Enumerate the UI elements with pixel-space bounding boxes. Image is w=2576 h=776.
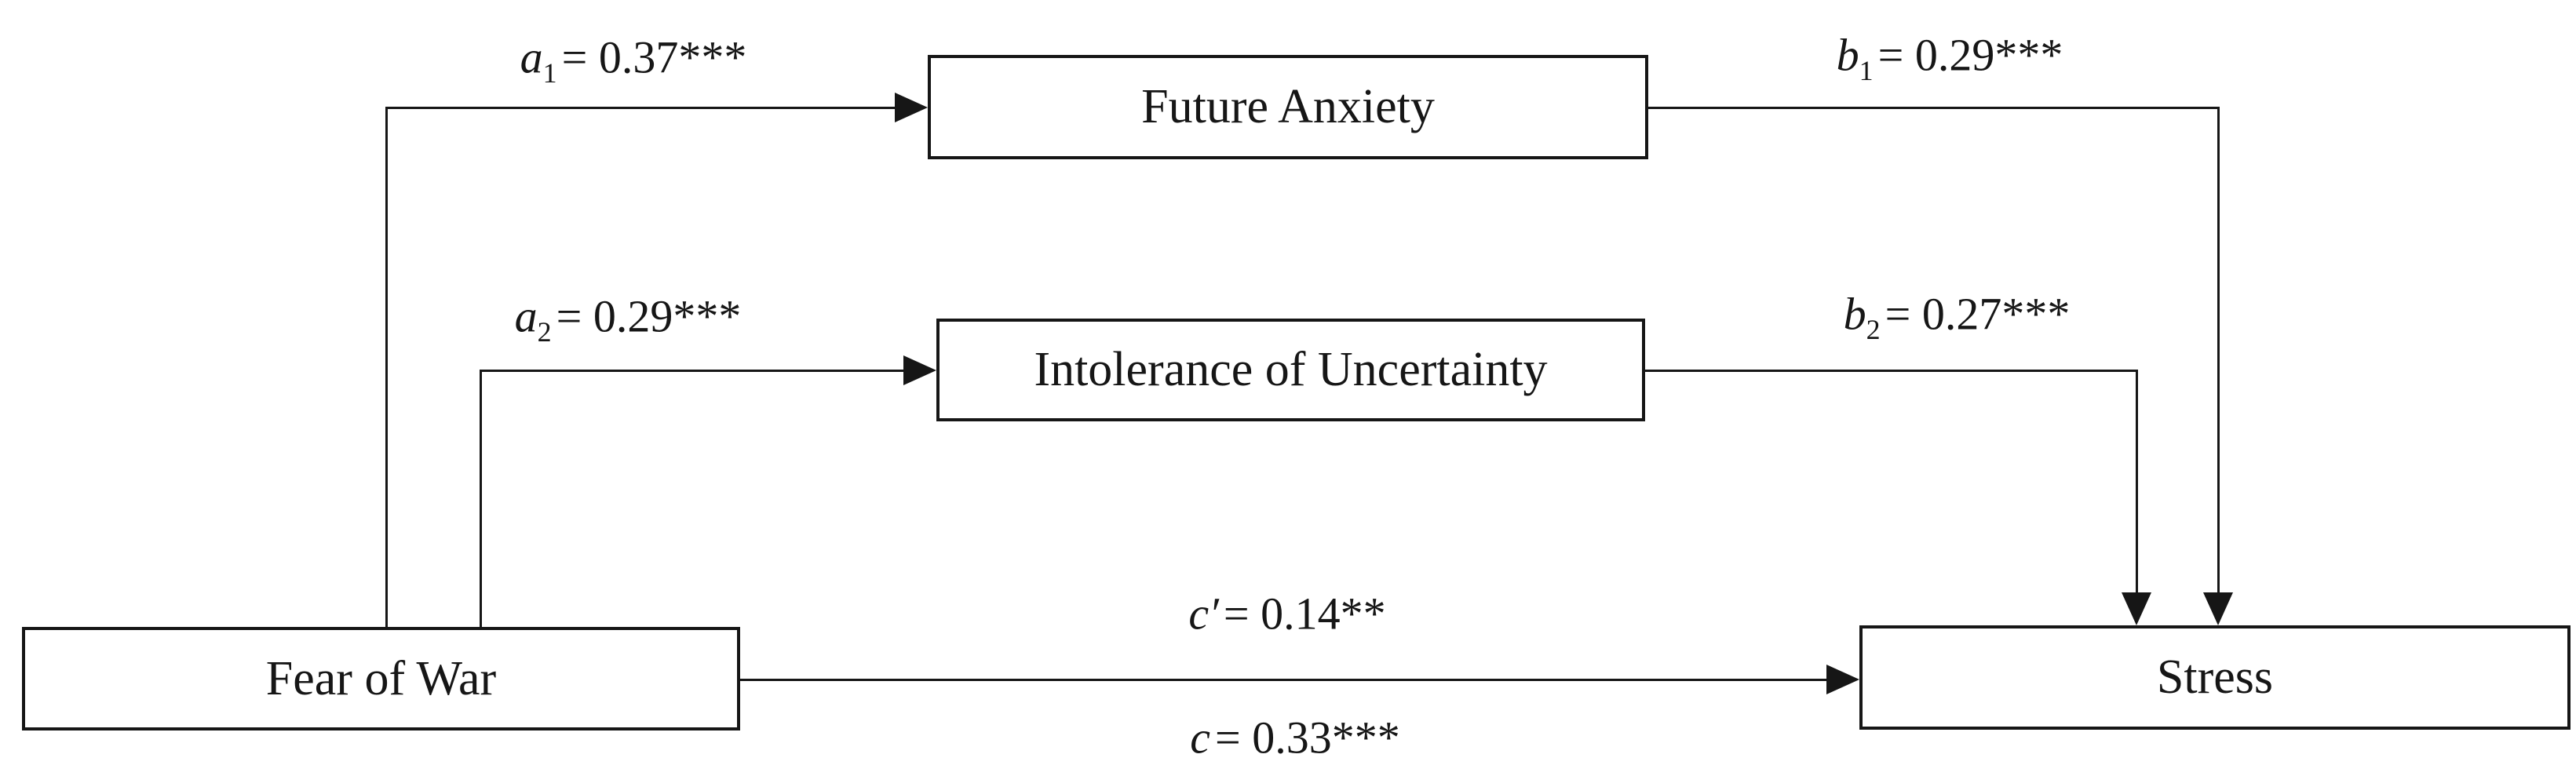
- path-label-c-prime: c′= 0.14**: [1188, 588, 1385, 640]
- path-b1-variable: b: [1836, 29, 1859, 81]
- path-b1-line-vertical: [2217, 107, 2220, 594]
- path-a1-variable: a: [520, 31, 543, 83]
- path-b2-line-horizontal: [1645, 370, 2138, 372]
- path-b1-subscript: 1: [1859, 55, 1874, 87]
- path-label-b1: b1= 0.29***: [1836, 29, 2063, 86]
- path-label-a2: a2= 0.29***: [514, 290, 742, 347]
- path-c-prime-value: = 0.14**: [1223, 588, 1386, 639]
- node-future-anxiety-label: Future Anxiety: [1141, 80, 1435, 133]
- path-label-b2: b2= 0.27***: [1843, 288, 2071, 344]
- path-c-total-value: = 0.33***: [1215, 712, 1400, 763]
- node-future-anxiety: Future Anxiety: [928, 55, 1648, 159]
- path-a1-subscript: 1: [542, 57, 557, 89]
- path-b1-arrowhead-icon: [2203, 592, 2233, 625]
- path-a2-line-horizontal: [480, 370, 905, 372]
- path-a1-value: = 0.37***: [561, 31, 747, 83]
- path-b2-arrowhead-icon: [2122, 592, 2151, 625]
- path-label-a1: a1= 0.37***: [520, 31, 747, 88]
- path-a1-line-horizontal: [385, 107, 896, 109]
- path-b1-line-horizontal: [1648, 107, 2220, 109]
- path-a2-line-vertical: [480, 370, 482, 627]
- path-a2-subscript: 2: [537, 316, 552, 348]
- path-b2-line-vertical: [2136, 370, 2138, 594]
- path-c-line-horizontal: [740, 679, 1828, 681]
- node-stress-label: Stress: [2156, 650, 2274, 704]
- path-a2-value: = 0.29***: [556, 290, 742, 342]
- path-b1-value: = 0.29***: [1877, 29, 2063, 81]
- path-b2-variable: b: [1843, 288, 1866, 340]
- path-a1-arrowhead-icon: [895, 93, 928, 122]
- path-c-arrowhead-icon: [1826, 665, 1859, 694]
- node-stress: Stress: [1859, 625, 2571, 730]
- path-a1-line-vertical: [385, 107, 388, 627]
- node-fear-of-war-label: Fear of War: [265, 651, 497, 705]
- path-label-c-total: c= 0.33***: [1190, 712, 1399, 764]
- node-intolerance-of-uncertainty-label: Intolerance of Uncertainty: [1034, 343, 1548, 396]
- path-b2-value: = 0.27***: [1885, 288, 2071, 340]
- path-c-prime-variable: c′: [1188, 588, 1219, 639]
- node-fear-of-war: Fear of War: [22, 627, 740, 730]
- path-a2-variable: a: [514, 290, 538, 342]
- path-c-total-variable: c: [1190, 712, 1211, 763]
- node-intolerance-of-uncertainty: Intolerance of Uncertainty: [936, 319, 1645, 421]
- path-b2-subscript: 2: [1866, 314, 1881, 346]
- path-a2-arrowhead-icon: [903, 355, 936, 385]
